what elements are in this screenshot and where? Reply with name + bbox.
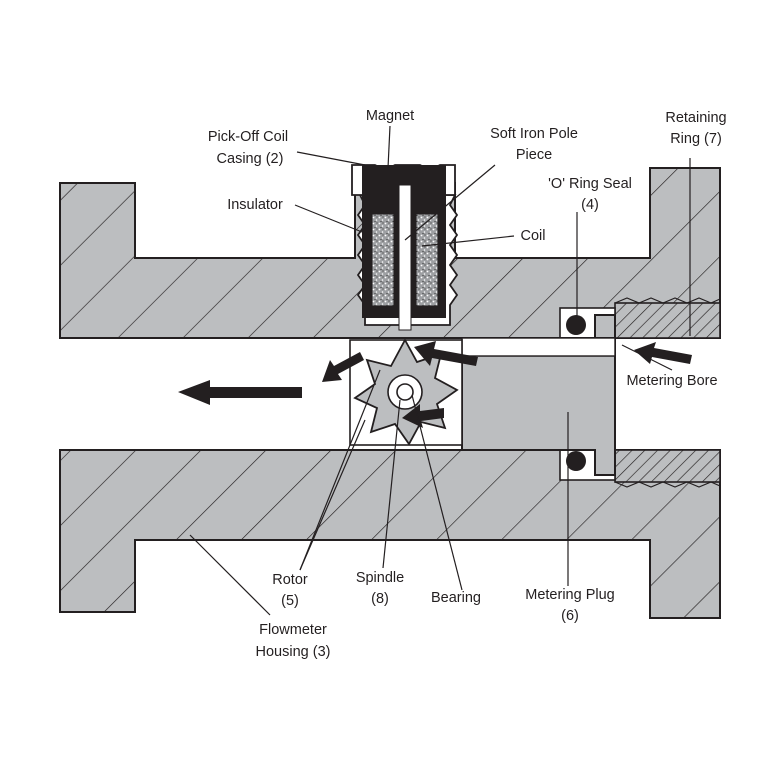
metering-plug (461, 314, 616, 476)
label-pickoff-1: Pick-Off Coil (208, 129, 288, 145)
label-rotor-2: (5) (281, 593, 299, 609)
pickoff-coil-assembly (351, 164, 459, 331)
label-metering-bore: Metering Bore (626, 373, 717, 389)
leader-lines (189, 125, 691, 616)
label-retaining-2: Ring (7) (670, 131, 722, 147)
label-insulator: Insulator (227, 197, 283, 213)
label-spindle-2: (8) (371, 591, 389, 607)
label-rotor-1: Rotor (272, 572, 308, 588)
label-plug-1: Metering Plug (525, 587, 614, 603)
label-pole-1: Soft Iron Pole (490, 126, 578, 142)
arrow-diag-out (322, 352, 364, 382)
arrow-left-main (178, 380, 302, 405)
o-ring-seal (559, 307, 616, 481)
coil-right (415, 213, 439, 307)
label-pole-2: Piece (516, 147, 552, 163)
label-oring-1: 'O' Ring Seal (548, 176, 632, 192)
label-housing-1: Flowmeter (259, 622, 327, 638)
housing-lower (59, 449, 721, 619)
coil-left (371, 213, 395, 307)
label-coil: Coil (521, 228, 546, 244)
arrow-into-rotor-upper (414, 341, 478, 366)
label-bearing: Bearing (431, 590, 481, 606)
arrow-into-rotor-lower (402, 404, 444, 428)
label-oring-2: (4) (581, 197, 599, 213)
labels: Magnet Pick-Off Coil Casing (2) Insulato… (208, 108, 727, 660)
label-retaining-1: Retaining (665, 110, 726, 126)
label-housing-2: Housing (3) (256, 644, 331, 660)
label-plug-2: (6) (561, 608, 579, 624)
label-magnet: Magnet (366, 108, 414, 124)
label-spindle-1: Spindle (356, 570, 404, 586)
label-pickoff-2: Casing (2) (217, 151, 284, 167)
